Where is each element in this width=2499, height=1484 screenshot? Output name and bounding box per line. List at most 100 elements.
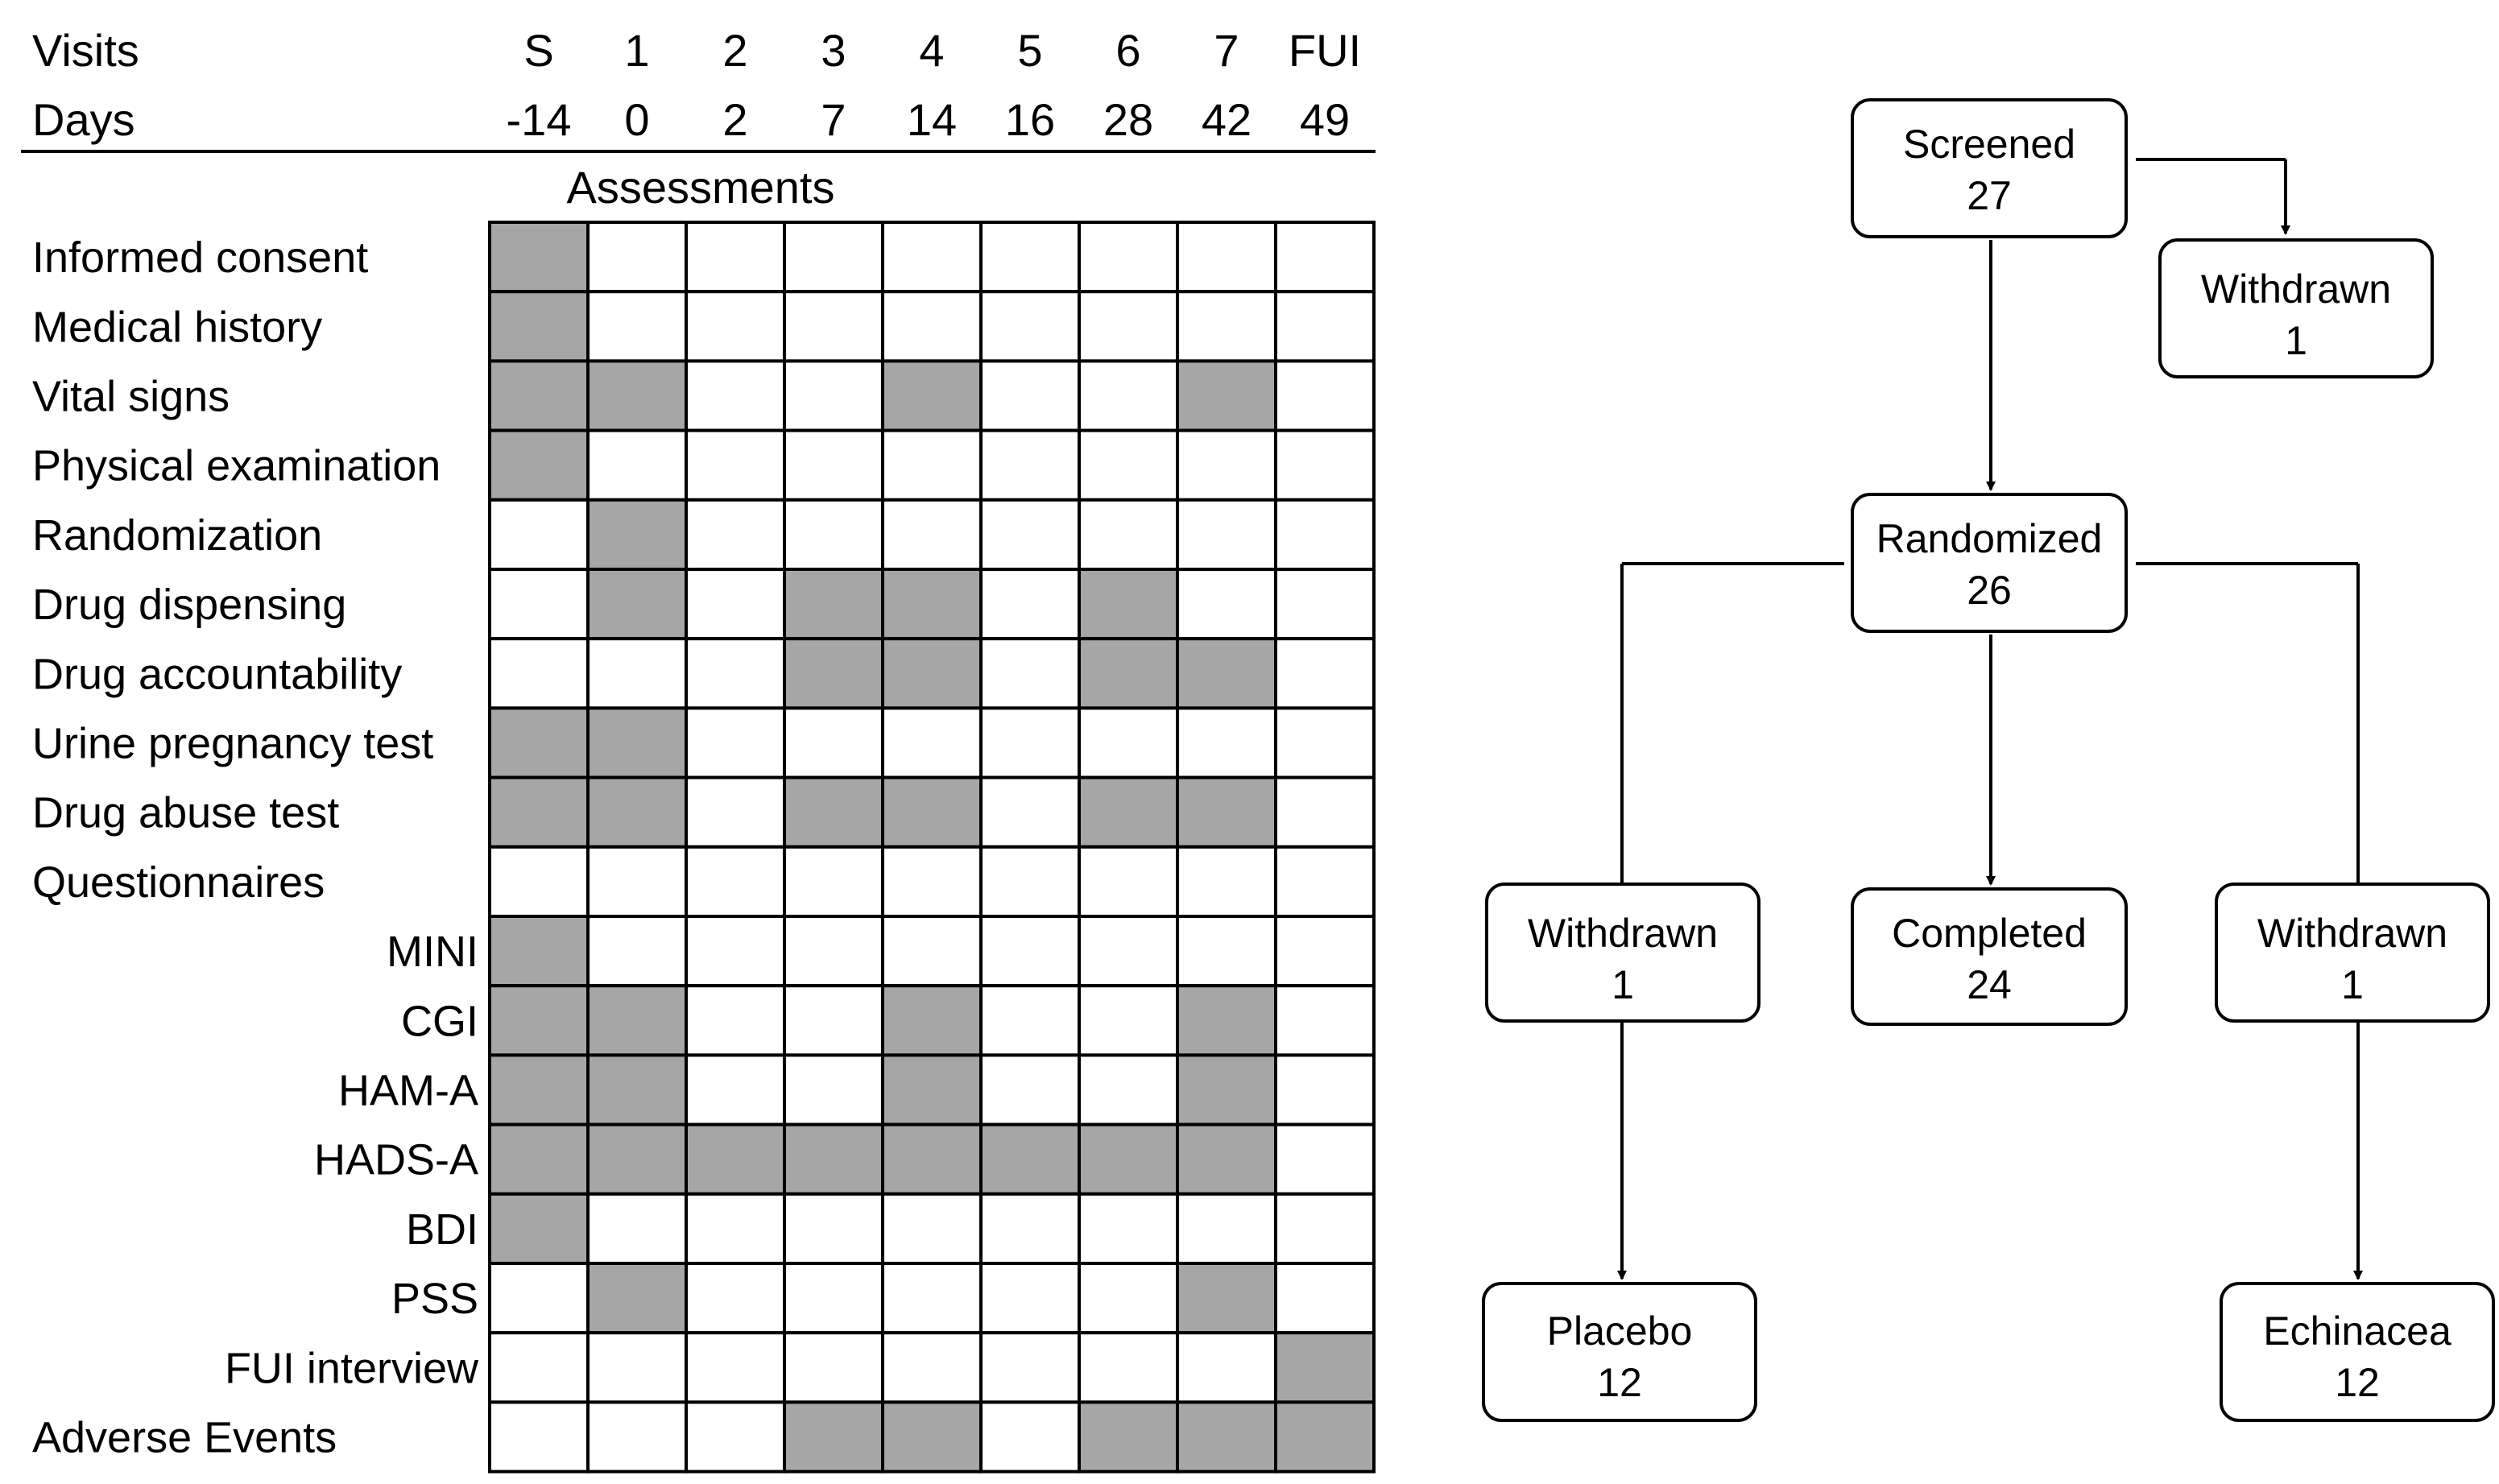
withdrawn-right-box (2215, 883, 2490, 1023)
schedule-cell-filled (586, 706, 688, 779)
schedule-cell-empty (586, 221, 688, 294)
echinacea-count: 12 (2335, 1360, 2380, 1405)
flowchart (1482, 98, 2495, 1422)
schedule-cell-filled (783, 568, 884, 641)
schedule-cell-empty (1078, 290, 1179, 363)
schedule-cell-empty (783, 498, 884, 571)
schedule-cell-filled (685, 1122, 786, 1196)
schedule-cell-empty (1274, 1122, 1376, 1196)
echinacea-box (2220, 1282, 2495, 1422)
schedule-cell-empty (881, 221, 983, 294)
withdrawn-left-label: Withdrawn (1528, 911, 1718, 956)
schedule-cell-empty (685, 498, 786, 571)
schedule-cell-empty (1078, 221, 1179, 294)
schedule-cell-empty (1176, 290, 1277, 363)
schedule-cell-empty (783, 1192, 884, 1266)
schedule-cell-empty (979, 1400, 1081, 1474)
schedule-cell-empty (1274, 359, 1376, 432)
schedule-cell-empty (488, 1400, 590, 1474)
schedule-cell-empty (685, 1400, 786, 1474)
schedule-cell-empty (881, 1192, 983, 1266)
schedule-cell-empty (979, 706, 1081, 779)
schedule-cell-empty (979, 1192, 1081, 1266)
schedule-cell-empty (979, 568, 1081, 641)
schedule-cell-empty (685, 568, 786, 641)
row-label: HAM-A (338, 1067, 478, 1115)
schedule-cell-filled (881, 1053, 983, 1126)
schedule-cell-empty (979, 637, 1081, 710)
schedule-cell-empty (783, 915, 884, 988)
schedule-cell-empty (488, 498, 590, 571)
visit-number: 1 (624, 25, 649, 76)
schedule-cell-filled (586, 1053, 688, 1126)
schedule-cell-filled (881, 637, 983, 710)
schedule-cell-filled (586, 1122, 688, 1196)
schedule-cell-empty (685, 845, 786, 919)
schedule-cell-filled (1274, 1331, 1376, 1404)
schedule-cell-filled (488, 221, 590, 294)
schedule-cell-filled (1078, 775, 1179, 849)
row-label: Questionnaires (32, 858, 325, 907)
schedule-cell-empty (1274, 845, 1376, 919)
visit-number: S (523, 25, 553, 76)
randomized-count: 26 (1967, 568, 2012, 613)
schedule-cell-filled (1176, 1122, 1277, 1196)
schedule-cell-empty (488, 637, 590, 710)
schedule-cell-filled (1176, 775, 1277, 849)
schedule-cell-filled (1078, 1400, 1179, 1474)
schedule-cell-empty (488, 1262, 590, 1335)
day-number: 14 (907, 94, 957, 145)
schedule-cell-filled (1176, 1262, 1277, 1335)
schedule-cell-empty (783, 984, 884, 1057)
schedule-cell-empty (979, 845, 1081, 919)
schedule-cell-filled (1078, 637, 1179, 710)
schedule-cell-filled (488, 984, 590, 1057)
schedule-cell-empty (1176, 498, 1277, 571)
schedule-cell-empty (783, 706, 884, 779)
row-label: FUI interview (225, 1344, 479, 1392)
schedule-cell-empty (1176, 1331, 1277, 1404)
schedule-cell-empty (685, 221, 786, 294)
schedule-cell-empty (586, 845, 688, 919)
visit-number: 7 (1214, 25, 1239, 76)
schedule-cell-empty (881, 915, 983, 988)
schedule-cell-filled (586, 498, 688, 571)
withdrawn-right-label: Withdrawn (2257, 911, 2447, 956)
schedule-cell-empty (1176, 706, 1277, 779)
echinacea-label: Echinacea (2263, 1308, 2451, 1354)
schedule-cell-filled (488, 1122, 590, 1196)
schedule-cell-empty (1176, 568, 1277, 641)
schedule-cell-empty (881, 1331, 983, 1404)
schedule-cell-empty (1274, 568, 1376, 641)
schedule-cell-empty (685, 915, 786, 988)
day-number: 7 (821, 94, 846, 145)
schedule-cell-empty (979, 221, 1081, 294)
schedule-cell-empty (881, 428, 983, 502)
day-number: 2 (722, 94, 747, 145)
schedule-cell-filled (881, 1400, 983, 1474)
schedule-cell-empty (1078, 845, 1179, 919)
schedule-cell-filled (1176, 984, 1277, 1057)
schedule-cell-empty (979, 984, 1081, 1057)
visit-number: 3 (821, 25, 846, 76)
schedule-cell-empty (1078, 498, 1179, 571)
schedule-cell-empty (1078, 1192, 1179, 1266)
schedule-cell-filled (586, 1262, 688, 1335)
schedule-cell-empty (783, 428, 884, 502)
schedule-cell-empty (685, 1053, 786, 1126)
schedule-cell-empty (1274, 498, 1376, 571)
schedule-cell-empty (979, 359, 1081, 432)
schedule-cell-empty (1078, 1331, 1179, 1404)
schedule-cell-empty (979, 290, 1081, 363)
schedule-cell-empty (586, 1192, 688, 1266)
schedule-cell-empty (1078, 1053, 1179, 1126)
screened-label: Screened (1903, 122, 2075, 167)
schedule-cell-empty (1274, 984, 1376, 1057)
schedule-cell-filled (1078, 1122, 1179, 1196)
visit-number: 5 (1017, 25, 1042, 76)
schedule-cell-empty (1274, 637, 1376, 710)
schedule-cell-empty (783, 1053, 884, 1126)
schedule-cell-empty (979, 775, 1081, 849)
